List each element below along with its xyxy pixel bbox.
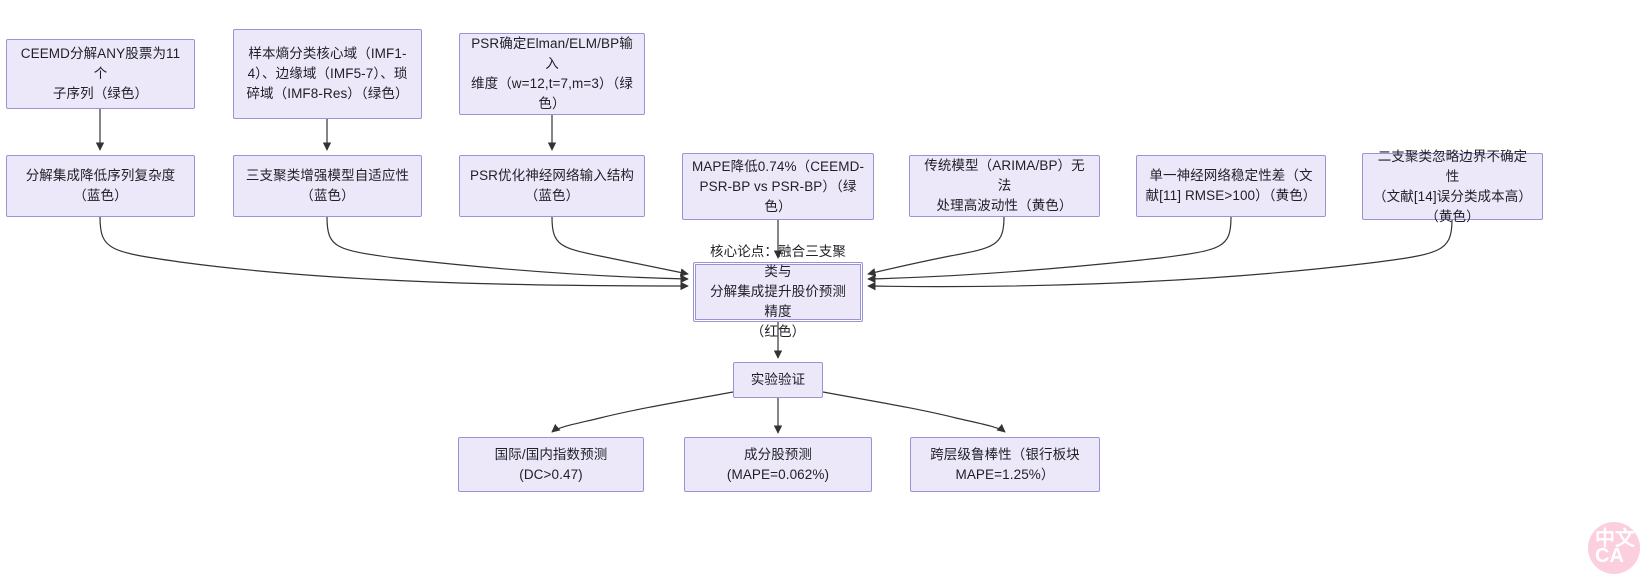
node-label: 核心论点：融合三支聚类与 分解集成提升股价预测精度 （红色） [710,244,846,339]
node-sample-entropy[interactable]: 样本熵分类核心域（IMF1- 4）、边缘域（IMF5-7）、琐 碎域（IMF8-… [233,29,422,119]
node-label: 成分股预测 (MAPE=0.062%) [726,446,830,482]
node-label: 跨层级鲁棒性（银行板块 MAPE=1.25%） [930,446,1080,482]
node-core-thesis[interactable]: 核心论点：融合三支聚类与 分解集成提升股价预测精度 （红色） [693,244,863,339]
node-three-way-adaptive[interactable]: 三支聚类增强模型自适应性 （蓝色） [233,155,422,217]
node-decomp-complexity[interactable]: 分解集成降低序列复杂度 （蓝色） [6,155,195,217]
node-label: 二支聚类忽略边界不确定性 （文献[14]误分类成本高） （黄色） [1373,148,1532,224]
node-two-way-cluster[interactable]: 二支聚类忽略边界不确定性 （文献[14]误分类成本高） （黄色） [1362,149,1543,224]
node-label: 分解集成降低序列复杂度 （蓝色） [25,168,176,203]
node-label: 实验验证 [750,372,806,387]
node-mape-drop[interactable]: MAPE降低0.74%（CEEMD- PSR-BP vs PSR-BP）（绿 色… [682,153,874,220]
node-label: 单一神经网络稳定性差（文 献[11] RMSE>100）（黄色） [1145,168,1317,203]
node-single-nn[interactable]: 单一神经网络稳定性差（文 献[11] RMSE>100）（黄色） [1136,155,1326,217]
edge-traditional-to-core [867,216,1005,277]
node-ceemd[interactable]: CEEMD分解ANY股票为11个 子序列（绿色） [6,39,195,109]
node-label: 国际/国内指数预测 (DC>0.47) [494,446,608,482]
node-psr-optimize[interactable]: PSR优化神经网络输入结构 （蓝色） [459,155,645,217]
node-label: 三支聚类增强模型自适应性 （蓝色） [245,168,410,203]
watermark-badge: 中文 CA [1588,522,1640,574]
edge-twoway-to-core [867,219,1453,291]
node-label: 样本熵分类核心域（IMF1- 4）、边缘域（IMF5-7）、琐 碎域（IMF8-… [246,46,409,101]
node-cross-level-robust[interactable]: 跨层级鲁棒性（银行板块 MAPE=1.25%） [910,437,1100,492]
watermark-text: 中文 CA [1595,528,1635,567]
edge-experiment-to-index [551,391,734,433]
node-traditional-model[interactable]: 传统模型（ARIMA/BP）无法 处理高波动性（黄色） [909,155,1100,217]
edge-decomp-to-core [99,216,689,291]
node-index-forecast[interactable]: 国际/国内指数预测 (DC>0.47) [458,437,644,492]
edge-experiment-to-robust [822,391,1006,433]
node-label: PSR确定Elman/ELM/BP输入 维度（w=12,t=7,m=3）（绿 色… [471,36,633,111]
edge-threeway-to-core [326,216,689,284]
edge-psropt-to-core [551,216,689,277]
node-experiment[interactable]: 实验验证 [733,362,823,398]
node-label: 传统模型（ARIMA/BP）无法 处理高波动性（黄色） [924,158,1085,213]
node-label: CEEMD分解ANY股票为11个 子序列（绿色） [20,46,181,101]
node-psr-dim[interactable]: PSR确定Elman/ELM/BP输入 维度（w=12,t=7,m=3）（绿 色… [459,33,645,115]
node-component-forecast[interactable]: 成分股预测 (MAPE=0.062%) [684,437,872,492]
node-label: MAPE降低0.74%（CEEMD- PSR-BP vs PSR-BP）（绿 色… [691,158,865,214]
edge-singlenn-to-core [867,216,1232,284]
node-label: PSR优化神经网络输入结构 （蓝色） [469,168,635,203]
